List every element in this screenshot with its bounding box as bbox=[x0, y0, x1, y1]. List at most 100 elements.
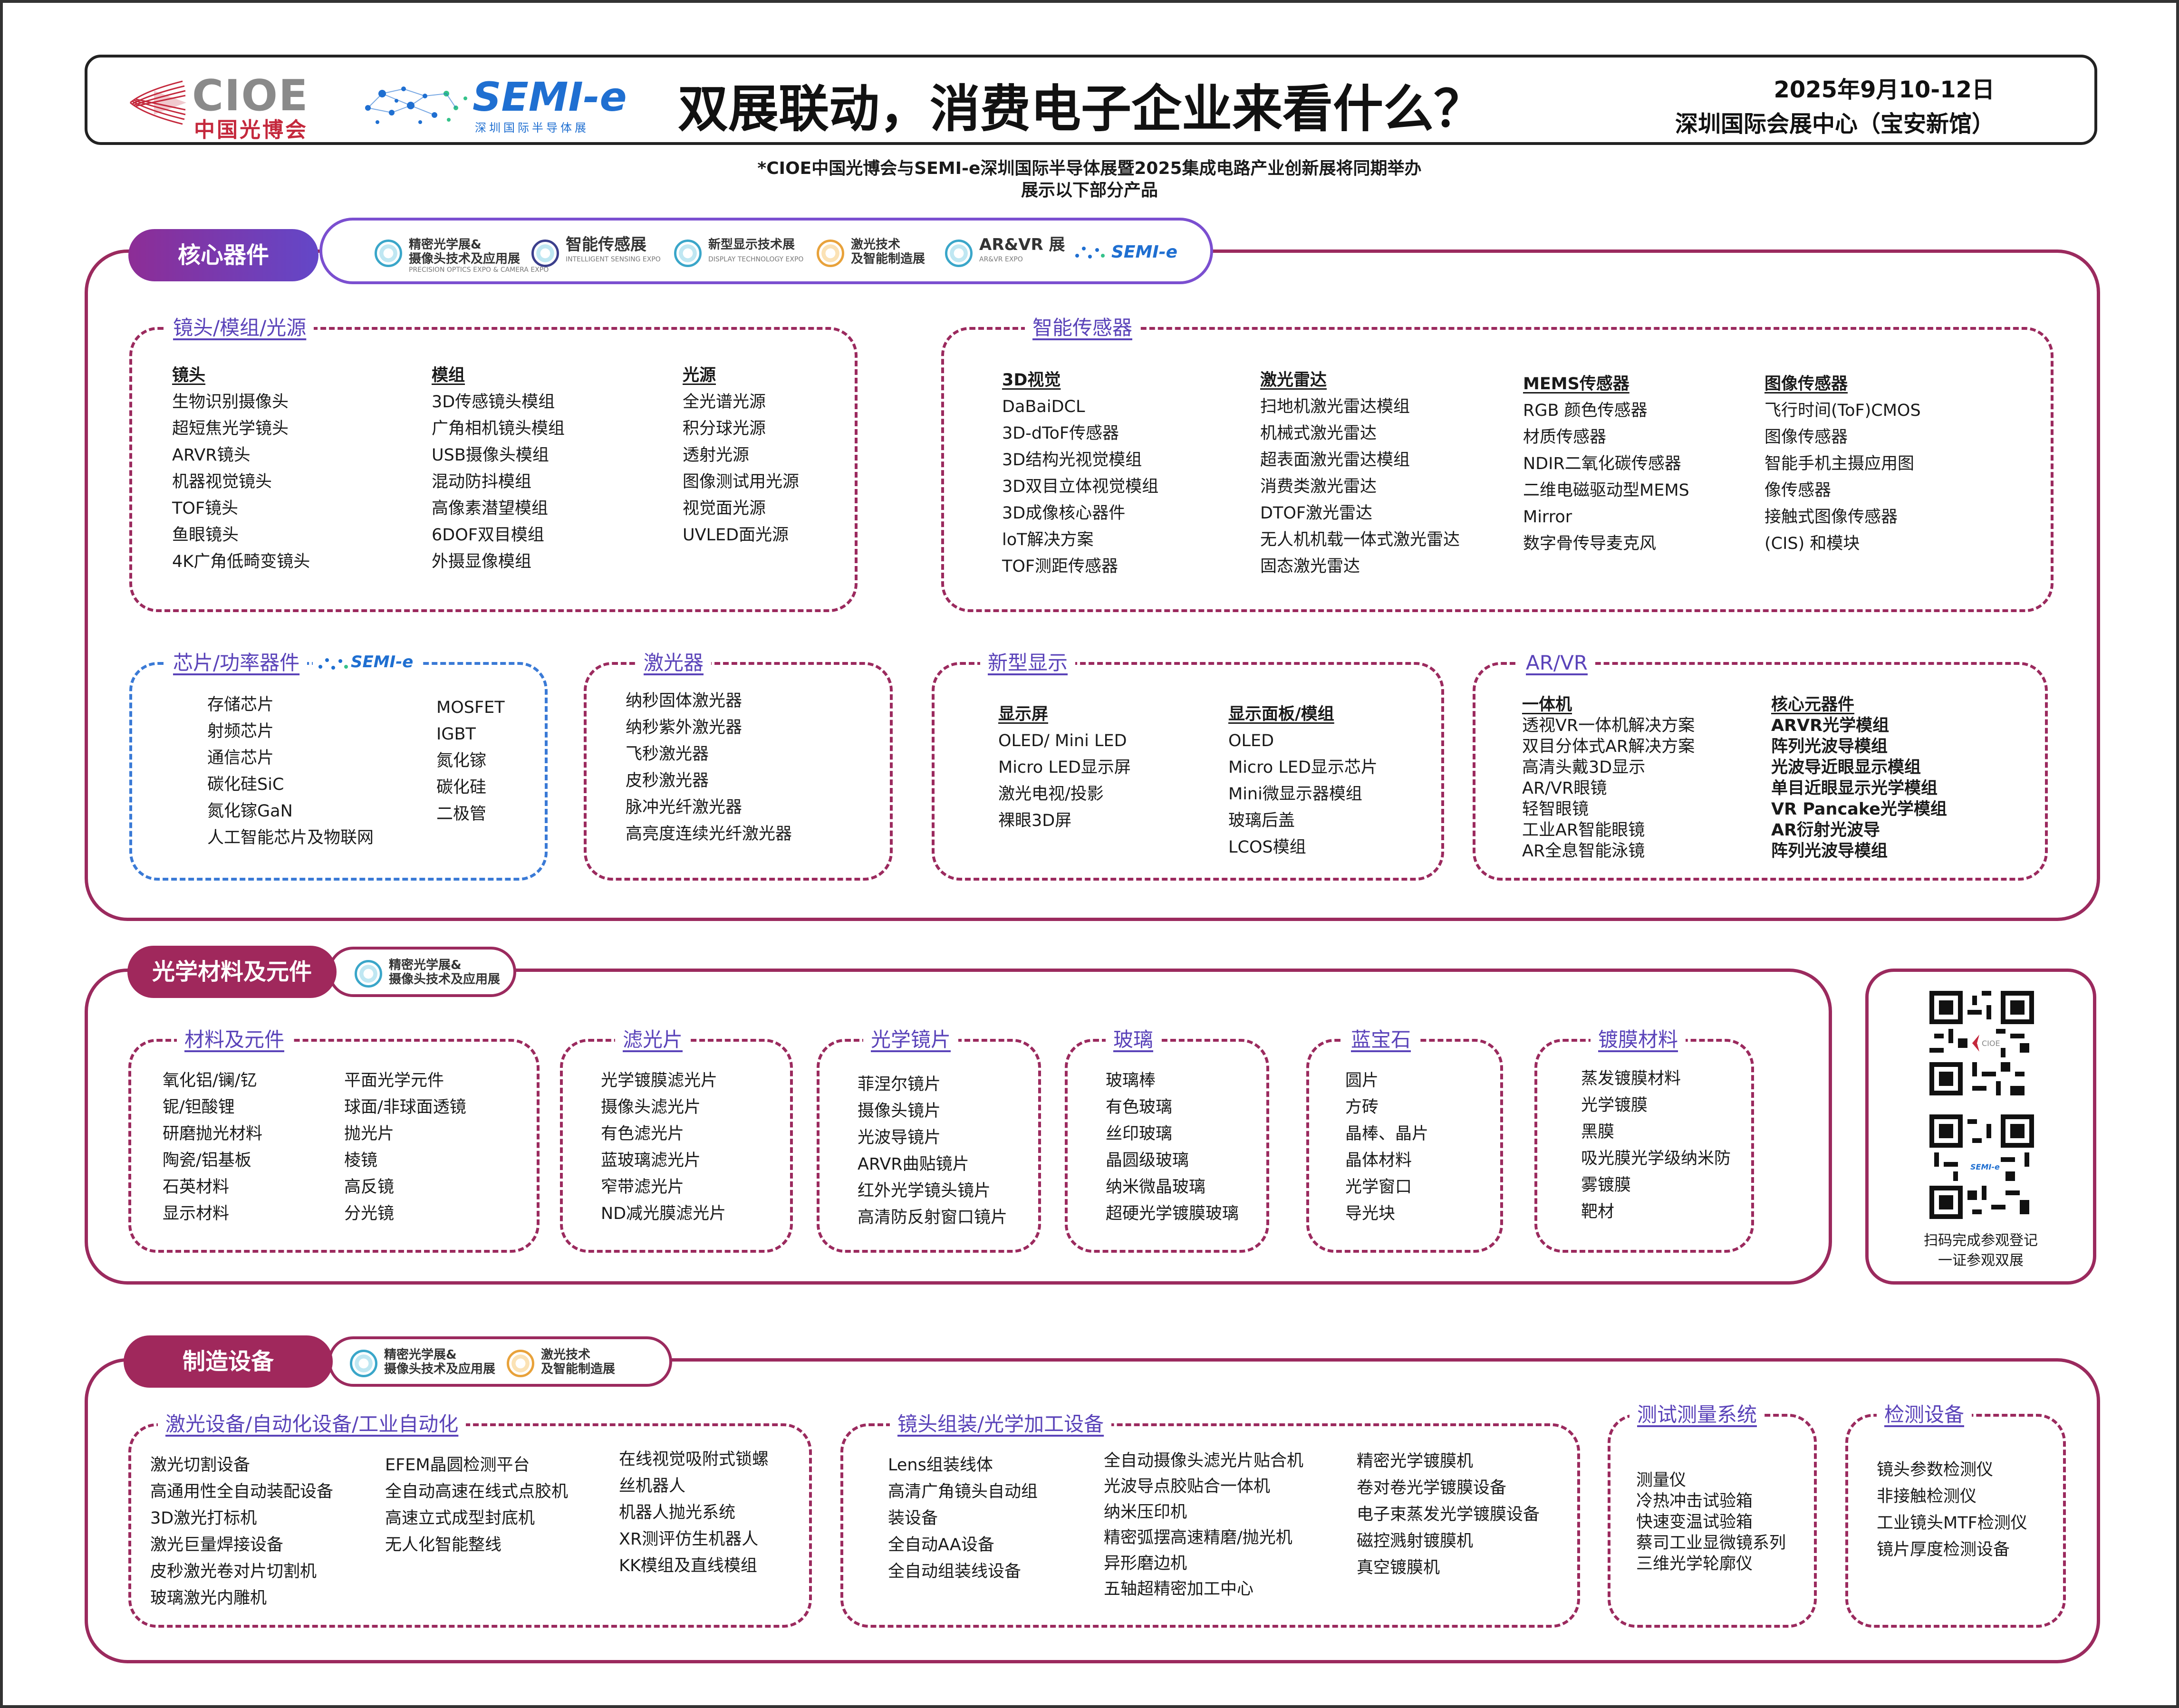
list-item: 氮化镓GaN bbox=[207, 802, 293, 821]
list-item: 射频芯片 bbox=[207, 722, 274, 741]
list-item: 激光切割设备 bbox=[150, 1456, 251, 1475]
list-item: 二维电磁驱动型MEMS bbox=[1523, 481, 1689, 500]
expo-arvr-en: AR&VR EXPO bbox=[979, 256, 1023, 263]
list-item: Mini微显示器模组 bbox=[1228, 785, 1362, 804]
sapphire-column: 圆片 方砖 晶棒、晶片 晶体材料 光学窗口 导光块 bbox=[1345, 1067, 1428, 1227]
list-item: 4K广角低畸变镜头 bbox=[172, 552, 310, 571]
arvr-aio-column: 一体机 透视VR一体机解决方案 双目分体式AR解决方案 高清头戴3D显示 AR/… bbox=[1522, 694, 1695, 862]
list-item: 晶棒、晶片 bbox=[1345, 1124, 1429, 1143]
list-item: Micro LED显示屏 bbox=[998, 758, 1131, 777]
list-item: 纳米压印机 bbox=[1104, 1503, 1187, 1522]
list-item: 存储芯片 bbox=[207, 695, 274, 714]
cioe-logo-cn: 中国光博会 bbox=[194, 118, 308, 142]
list-item: 单目近眼显示光学模组 bbox=[1771, 779, 1938, 798]
list-item: 激光电视/投影 bbox=[998, 785, 1104, 804]
manufacturing-equipment-section bbox=[85, 1358, 2100, 1663]
laser-automation-box: 激光设备/自动化设备/工业自动化 激光切割设备 高通用性全自动装配设备 3D激光… bbox=[128, 1411, 812, 1628]
list-item: 真空镀膜机 bbox=[1357, 1558, 1440, 1577]
laser-box: 激光器 纳秒固体激光器 纳秒紫外激光器 飞秒激光器 皮秒激光器 脉冲光纤激光器 … bbox=[584, 650, 893, 881]
list-item: 光波导近眼显示模组 bbox=[1771, 758, 1921, 777]
lens-assembly-column-3: 精密光学镀膜机 卷对卷光学镀膜设备 电子束蒸发光学镀膜设备 磁控溅射镀膜机 真空… bbox=[1357, 1448, 1540, 1581]
material-component-box: 材料及元件 氧化铝/镧/钇 铌/钽酸锂 研磨抛光材料 陶瓷/铝基板 石英材料 显… bbox=[128, 1027, 540, 1253]
list-item: 鱼眼镜头 bbox=[172, 526, 239, 545]
lens-assembly-column-2: 全自动摄像头滤光片贴合机 光波导点胶贴合一体机 纳米压印机 精密弧摆高速精磨/抛… bbox=[1104, 1448, 1303, 1602]
qr-code-semi-e[interactable]: SEMI-e bbox=[1929, 1114, 2034, 1219]
list-item: 全自动组装线设备 bbox=[888, 1562, 1022, 1581]
arvr-aio-heading: 一体机 bbox=[1522, 695, 1572, 714]
list-item: Mirror bbox=[1523, 508, 1572, 527]
box-title-optical-lens: 光学镜片 bbox=[863, 1027, 959, 1053]
semi-e-logo-cn: 深圳国际半导体展 bbox=[475, 121, 589, 134]
module-heading: 模组 bbox=[432, 366, 465, 385]
list-item: 材质传感器 bbox=[1523, 428, 1607, 447]
list-item: 通信芯片 bbox=[207, 748, 274, 768]
semi-e-mini-icon bbox=[1075, 247, 1105, 259]
list-item: loT解决方案 bbox=[1002, 530, 1094, 549]
list-item: 三维光学轮廓仪 bbox=[1636, 1554, 1753, 1574]
list-item: 高亮度连续光纤激光器 bbox=[626, 825, 792, 844]
list-item: 超硬光学镀膜玻璃 bbox=[1106, 1204, 1239, 1223]
list-item: 6DOF双目模组 bbox=[432, 526, 544, 545]
list-item: 球面/非球面透镜 bbox=[344, 1098, 466, 1117]
list-item: 超短焦光学镜头 bbox=[172, 419, 289, 438]
expo-laser-name: 激光技术及智能制造展 bbox=[541, 1348, 616, 1376]
list-item: DTOF激光雷达 bbox=[1260, 504, 1373, 523]
list-item: 玻璃棒 bbox=[1106, 1071, 1156, 1090]
list-item: 皮秒激光器 bbox=[626, 771, 709, 790]
new-display-box: 新型显示 显示屏 OLED/ Mini LED Micro LED显示屏 激光电… bbox=[932, 650, 1444, 881]
svg-text:CIOE: CIOE bbox=[1982, 1039, 2000, 1048]
list-item: 晶圆级玻璃 bbox=[1106, 1151, 1189, 1170]
list-item: 3D成像核心器件 bbox=[1002, 504, 1126, 523]
box-title-laser-automation: 激光设备/自动化设备/工业自动化 bbox=[158, 1411, 466, 1438]
box-title-lens-module-light: 镜头/模组/光源 bbox=[165, 315, 314, 341]
chip-semi-e-tag: SEMI-e bbox=[313, 652, 422, 676]
expo-display-name: 新型显示技术展 bbox=[708, 238, 795, 252]
light-heading: 光源 bbox=[683, 366, 716, 385]
list-item: 人工智能芯片及物联网 bbox=[207, 828, 374, 847]
list-item: 接触式图像传感器 bbox=[1764, 508, 1898, 527]
list-item: 分光镜 bbox=[344, 1204, 395, 1223]
list-item: 阵列光波导模组 bbox=[1771, 842, 1888, 861]
list-item: 机器人抛光系统 bbox=[619, 1503, 736, 1522]
list-item: 数字骨传导麦克风 bbox=[1523, 534, 1657, 553]
test-measurement-box: 测试测量系统 测量仪 冷热冲击试验箱 快速变温试验箱 蔡司工业显微镜系列 三维光… bbox=[1608, 1401, 1817, 1628]
list-item: 蔡司工业显微镜系列 bbox=[1636, 1534, 1786, 1553]
list-item: USB摄像头模组 bbox=[432, 446, 549, 465]
box-title-chip-power: 芯片/功率器件 bbox=[165, 650, 308, 676]
laser-automation-column-3: 在线视觉吸附式锁螺 丝机器人 机器人抛光系统 XR测评仿生机器人 KK模组及直线… bbox=[619, 1446, 769, 1579]
list-item: 生物识别摄像头 bbox=[172, 393, 289, 412]
list-item: 纳米微晶玻璃 bbox=[1106, 1178, 1206, 1197]
arvr-box: AR/VR 一体机 透视VR一体机解决方案 双目分体式AR解决方案 高清头戴3D… bbox=[1473, 650, 2048, 881]
list-item: OLED/ Mini LED bbox=[998, 731, 1127, 750]
list-item: 视觉面光源 bbox=[683, 499, 766, 518]
expo-semi-e-name: SEMI-e bbox=[1111, 242, 1178, 262]
semi-e-logo-text: SEMI-e bbox=[472, 74, 627, 120]
list-item: 透射光源 bbox=[683, 446, 750, 465]
registration-qr-panel: CIOE SEMI-e 扫码完成参观登记 一证参观双展 bbox=[1865, 969, 2096, 1285]
arvr-core-column: 核心元器件 ARVR光学模组 阵列光波导模组 光波导近眼显示模组 单目近眼显示光… bbox=[1771, 694, 1947, 862]
event-venue: 深圳国际会展中心（宝安新馆） bbox=[1675, 111, 1995, 137]
eye-icon bbox=[531, 240, 559, 267]
list-item: 窄带滤光片 bbox=[601, 1178, 685, 1197]
box-title-inspection: 检测设备 bbox=[1877, 1401, 1972, 1428]
list-item: 卷对卷光学镀膜设备 bbox=[1357, 1478, 1507, 1497]
list-item: TOF镜头 bbox=[172, 499, 239, 518]
lens-assembly-box: 镜头组装/光学加工设备 Lens组装线体 高清广角镜头自动组 装设备 全自动AA… bbox=[840, 1411, 1580, 1628]
lidar-column: 激光雷达 扫地机激光雷达模组 机械式激光雷达 超表面激光雷达模组 消费类激光雷达… bbox=[1260, 367, 1460, 580]
list-item: 3D激光打标机 bbox=[150, 1509, 257, 1528]
list-item: 非接触检测仪 bbox=[1877, 1487, 1977, 1506]
material-right-column: 平面光学元件 球面/非球面透镜 抛光片 棱镜 高反镜 分光镜 bbox=[344, 1067, 466, 1227]
coating-column: 蒸发镀膜材料 光学镀膜 黑膜 吸光膜光学级纳米防 雾镀膜 靶材 bbox=[1581, 1065, 1731, 1225]
list-item: 装设备 bbox=[888, 1509, 938, 1528]
list-item: 在线视觉吸附式锁螺 bbox=[619, 1450, 769, 1469]
mems-heading: MEMS传感器 bbox=[1523, 374, 1629, 393]
list-item: 裸眼3D屏 bbox=[998, 811, 1072, 830]
qr-code-cioe[interactable]: CIOE bbox=[1929, 991, 2034, 1095]
list-item: 智能手机主摄应用图 bbox=[1764, 454, 1915, 473]
display-icon bbox=[674, 240, 702, 267]
list-item: 3D-dToF传感器 bbox=[1002, 424, 1119, 443]
list-item: 石英材料 bbox=[163, 1178, 230, 1197]
list-item: AR/VR眼镜 bbox=[1522, 779, 1607, 798]
list-item: EFEM晶圆检测平台 bbox=[385, 1456, 530, 1475]
list-item: 全自动AA设备 bbox=[888, 1535, 994, 1554]
